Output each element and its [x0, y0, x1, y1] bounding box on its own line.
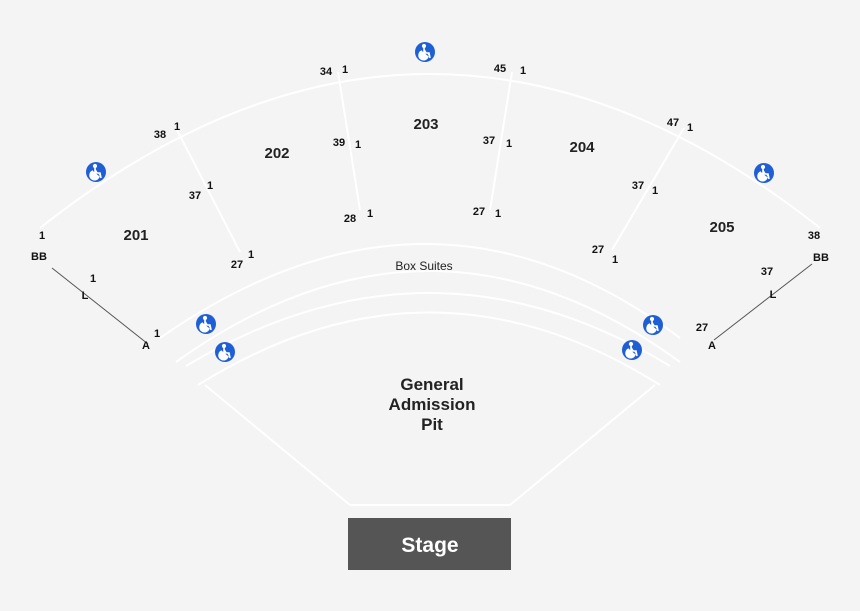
row-label: 1	[367, 208, 373, 220]
wheelchair-icon[interactable]	[754, 163, 774, 183]
row-label: 1	[612, 254, 618, 266]
row-label: 28	[344, 213, 356, 225]
pit-left-edge	[204, 384, 351, 506]
row-label: 37	[189, 190, 201, 202]
section-202[interactable]: 202	[264, 145, 289, 162]
pit-ring	[197, 311, 661, 386]
row-label: 1	[248, 249, 254, 261]
divider-202-203	[337, 71, 361, 211]
section-203[interactable]: 203	[413, 116, 438, 133]
box-suites-ring-outer	[175, 270, 681, 363]
row-label: BB	[813, 252, 829, 264]
row-label: 1	[39, 230, 45, 242]
inner-boundary	[159, 243, 681, 339]
row-label: 1	[355, 139, 361, 151]
aisle-left	[51, 267, 149, 345]
section-201[interactable]: 201	[123, 227, 148, 244]
row-label: 1	[687, 122, 693, 134]
row-label: 27	[231, 259, 243, 271]
box-suites-label[interactable]: Box Suites	[395, 259, 452, 273]
wheelchair-icon[interactable]	[622, 340, 642, 360]
row-label: 37	[483, 135, 495, 147]
row-label: 37	[632, 180, 644, 192]
row-label: A	[708, 340, 716, 352]
row-label: BB	[31, 251, 47, 263]
divider-203-204	[489, 71, 513, 211]
row-label: 45	[494, 63, 506, 75]
row-label: L	[770, 289, 777, 301]
wheelchair-icon[interactable]	[86, 162, 106, 182]
row-label: L	[82, 290, 89, 302]
row-label: 34	[320, 66, 333, 78]
wheelchair-icon[interactable]	[415, 42, 435, 62]
wheelchair-icon[interactable]	[196, 314, 216, 334]
pit-right-edge	[509, 384, 656, 506]
general-admission-pit-line3[interactable]: Pit	[421, 415, 443, 434]
row-label: 1	[342, 64, 348, 76]
row-label: 27	[473, 206, 485, 218]
divider-201-202	[175, 127, 241, 253]
wheelchair-icon[interactable]	[215, 342, 235, 362]
row-label: 1	[154, 328, 160, 340]
row-label: 1	[174, 121, 180, 133]
row-label: 27	[696, 322, 708, 334]
section-205[interactable]: 205	[709, 219, 734, 236]
row-label: 38	[154, 129, 166, 141]
row-label: 27	[592, 244, 604, 256]
row-label: 1	[207, 180, 213, 192]
row-label: 38	[808, 230, 820, 242]
box-suites-ring-inner	[185, 292, 671, 367]
stage-label: Stage	[401, 534, 458, 557]
stage-block	[348, 518, 511, 570]
row-label: 47	[667, 117, 679, 129]
row-label: 1	[652, 185, 658, 197]
row-label: 37	[761, 266, 773, 278]
row-label: 1	[506, 138, 512, 150]
section-204[interactable]: 204	[569, 139, 595, 156]
row-label: 1	[90, 273, 96, 285]
wheelchair-icon[interactable]	[643, 315, 663, 335]
outer-boundary	[39, 73, 821, 229]
general-admission-pit-line2[interactable]: Admission	[389, 395, 476, 414]
row-label: 1	[495, 208, 501, 220]
divider-204-205	[611, 127, 685, 251]
general-admission-pit-line1[interactable]: General	[400, 375, 463, 394]
row-label: 39	[333, 137, 345, 149]
aisle-right	[713, 263, 813, 341]
row-label: 1	[520, 65, 526, 77]
row-label: A	[142, 340, 150, 352]
